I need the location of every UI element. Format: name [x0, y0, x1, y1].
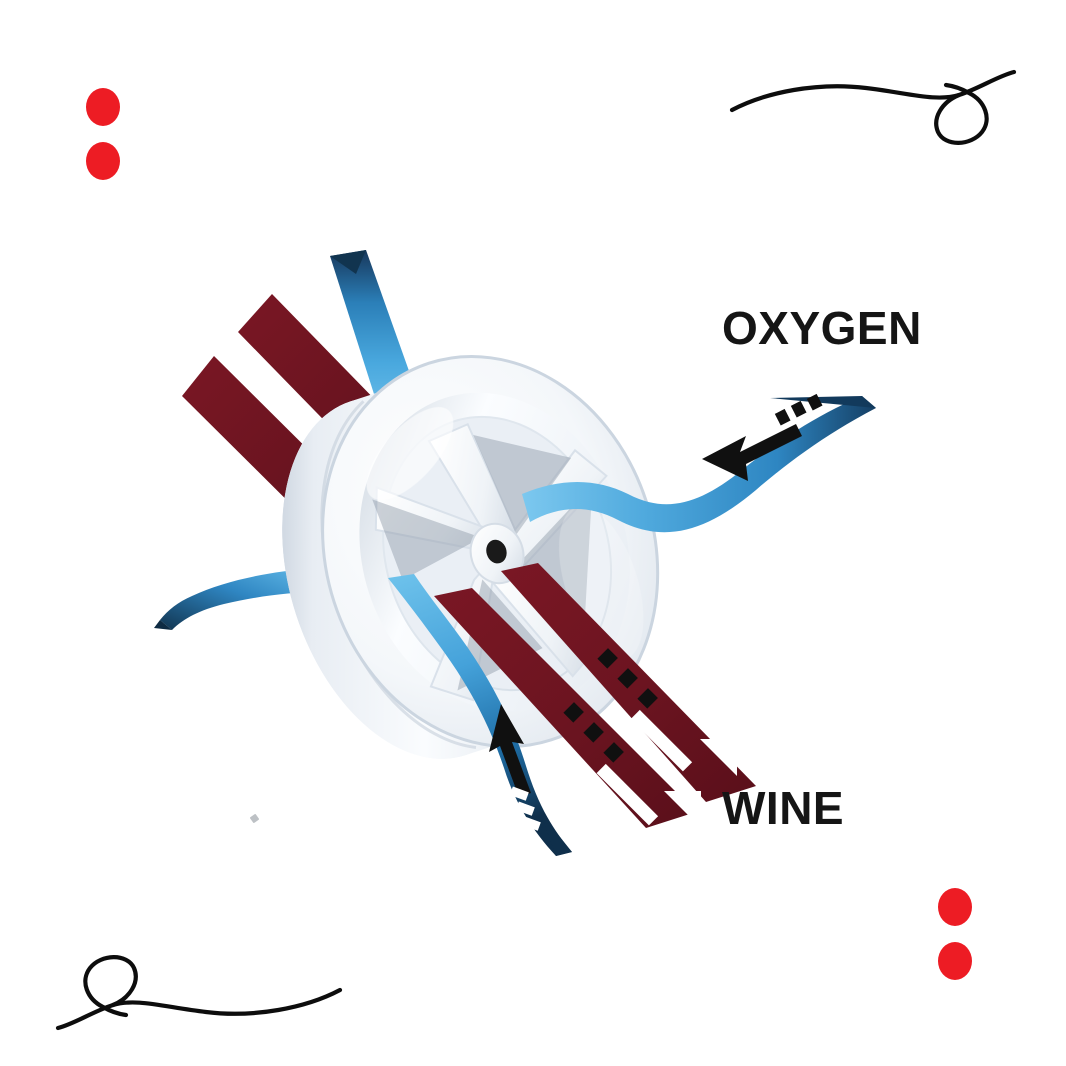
- oxygen-ribbon-top-tip: [330, 250, 366, 274]
- oxygen-flow-upper-right: [522, 393, 876, 533]
- wine-flow-outer-ribbon: [434, 588, 696, 828]
- oxygen-ribbon-left: [160, 568, 318, 630]
- front-flow-ribbons: [388, 393, 876, 856]
- oxygen-dash-tail-upper-right: [774, 393, 823, 426]
- oxygen-ribbon-left-tip: [154, 620, 172, 630]
- label-oxygen: OXYGEN: [722, 302, 922, 354]
- decor-dot-bottom-right-2: [938, 942, 972, 980]
- decor-dot-bottom-right-1: [938, 888, 972, 926]
- aerator-hub-hole: [486, 539, 507, 564]
- wine-arrowhead-outer: [596, 763, 701, 828]
- wine-dash-tail-outer: [563, 702, 624, 763]
- label-wine: WINE: [722, 782, 845, 834]
- decor-flourish-bottom-left: [55, 955, 343, 1031]
- oxygen-flow-bottom-tip: [540, 812, 572, 856]
- oxygen-flow-upper-right-tip: [770, 396, 876, 408]
- decor-dot-top-left-2: [86, 142, 120, 180]
- wine-arrowhead-inner: [630, 709, 737, 776]
- wine-flow-outer: [434, 588, 701, 828]
- decor-flourish-top-right: [729, 69, 1017, 145]
- oxygen-dash-tail-bottom: [509, 786, 541, 831]
- decor-dot-top-left-1: [86, 88, 120, 126]
- oxygen-arrowhead-upper-right: [702, 424, 802, 481]
- oxygen-arrowhead-bottom: [489, 704, 531, 797]
- wine-flow-inner: [501, 563, 756, 802]
- oxygen-flow-upper-right-ribbon: [522, 396, 876, 533]
- wine-dash-tail-inner: [597, 648, 658, 709]
- oxygen-flow-bottom: [388, 574, 572, 856]
- aerator-face-rim: [321, 355, 660, 749]
